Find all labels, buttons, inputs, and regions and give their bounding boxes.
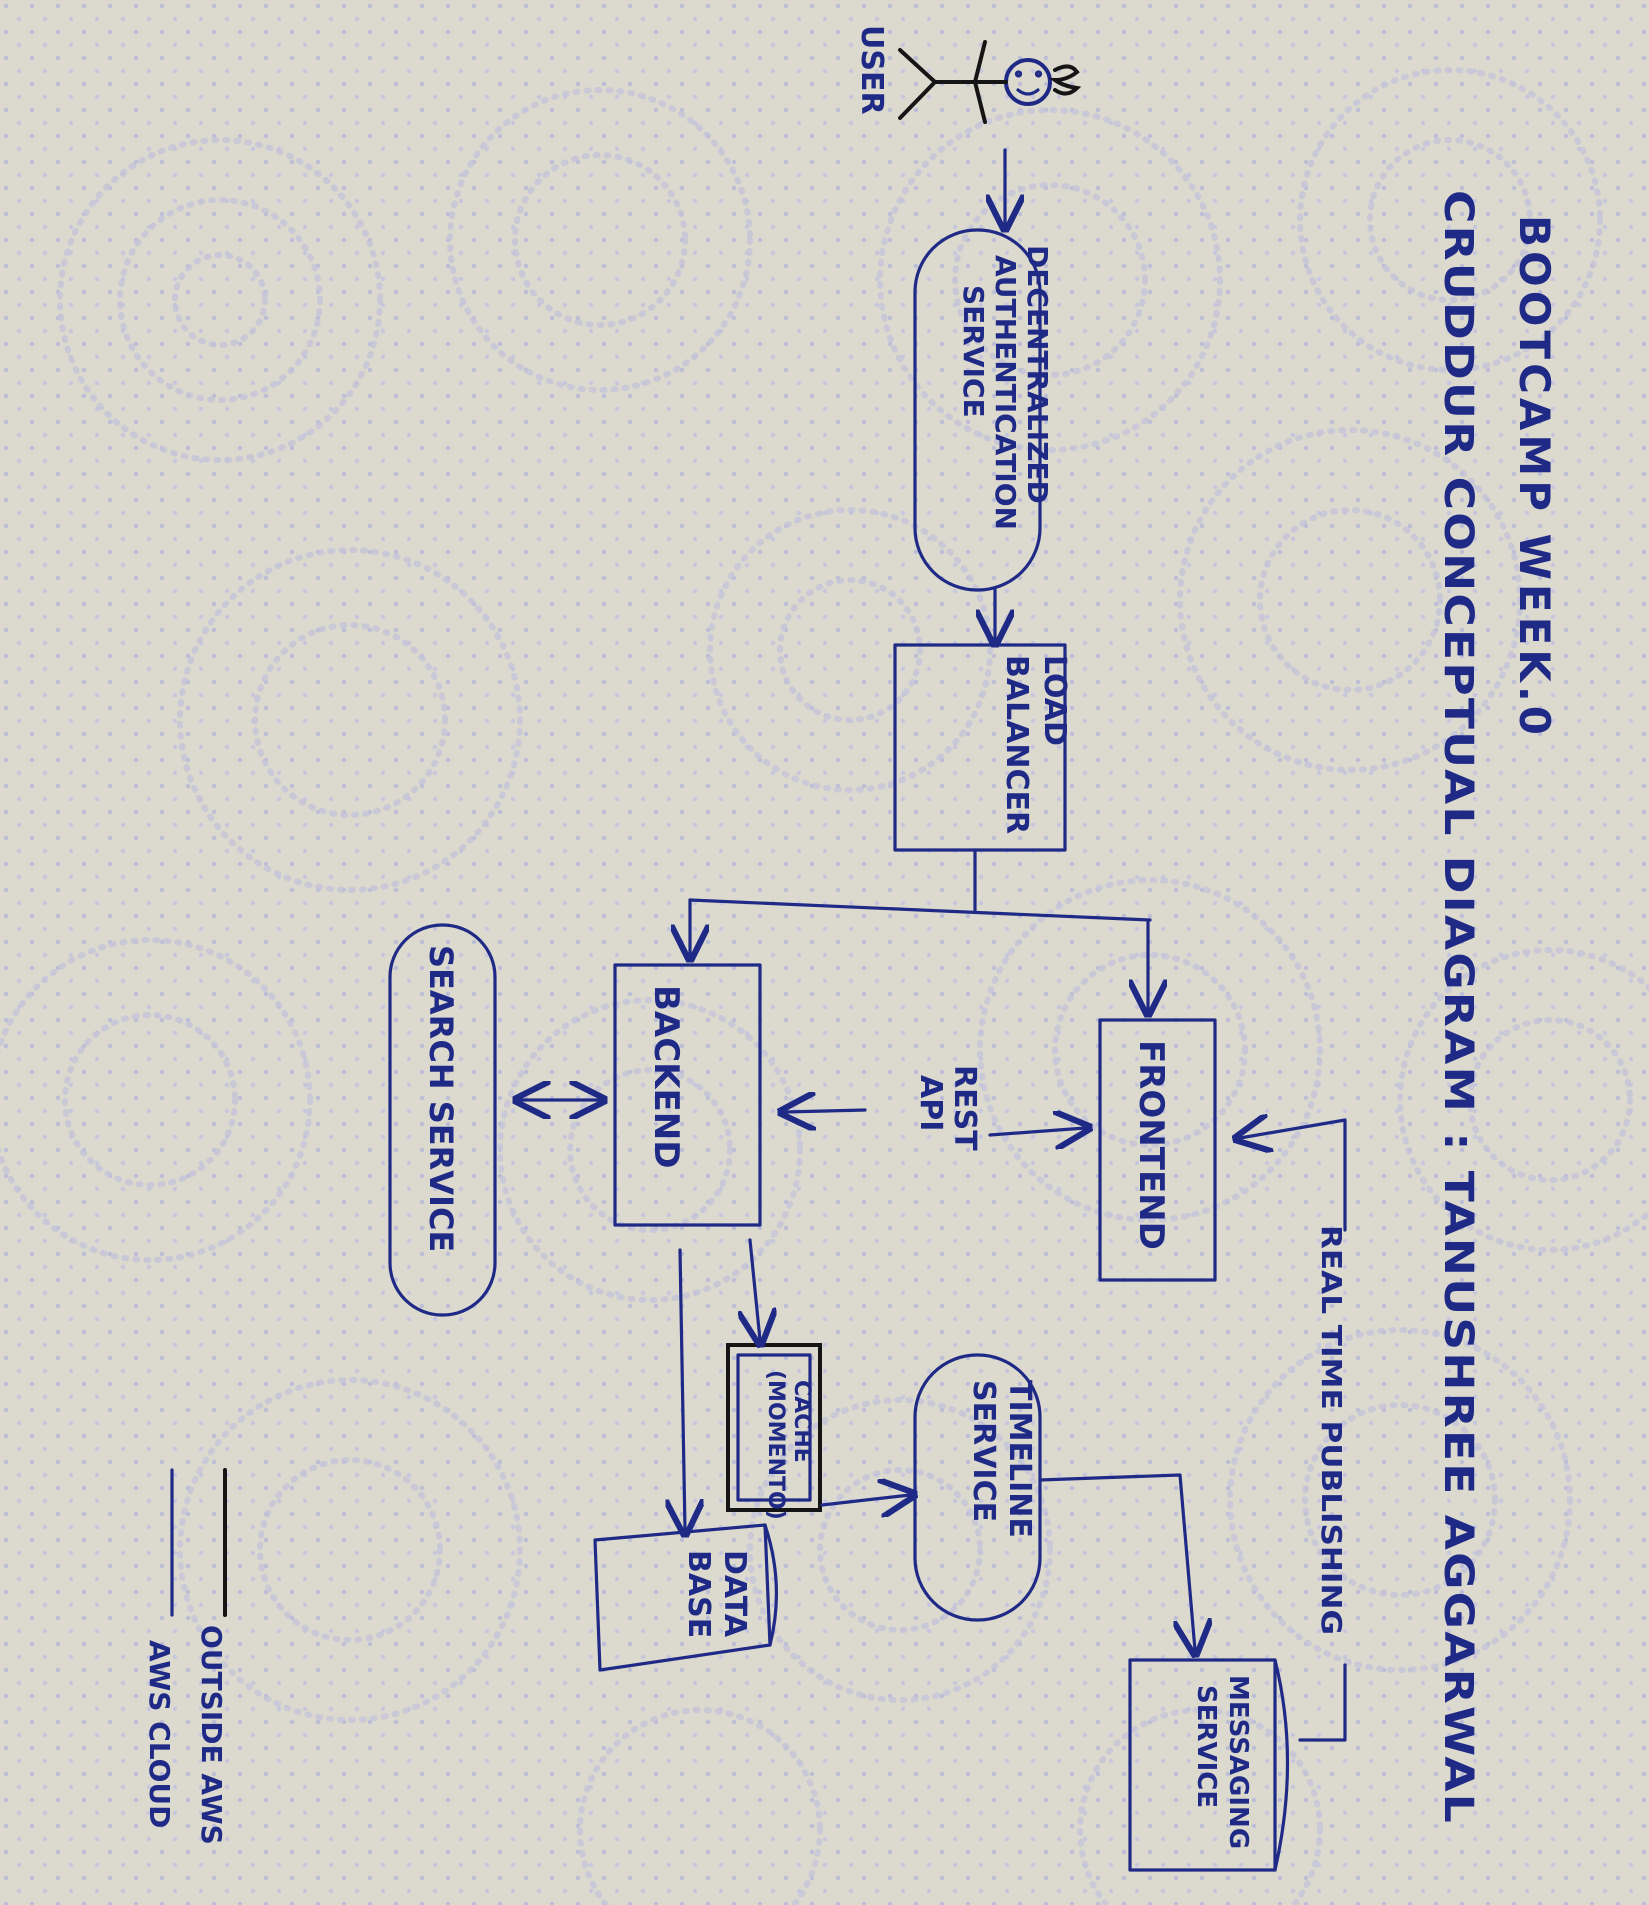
title-line-2: CRUDDUR CONCEPTUAL DIAGRAM : TANUSHREE A…	[1435, 190, 1481, 1825]
svg-text:MESSAGING SERVICE: MESSAGING SERVICE	[1191, 1675, 1253, 1858]
paper-swirls	[0, 67, 1649, 1905]
rest-api-label-line-1: REST	[947, 1065, 982, 1151]
auth-label-line-3: SERVICE	[957, 285, 990, 418]
svg-text:TIMELINE SERVICE: TIMELINE SERVICE	[966, 1380, 1037, 1548]
search-label: SEARCH SERVICE	[422, 945, 460, 1252]
rest-api-label-line-2: API	[913, 1075, 948, 1131]
backend-label: BACKEND	[646, 985, 686, 1168]
svg-text:DATA BASE: DATA BASE	[681, 1550, 752, 1648]
db-label-line-2: BASE	[681, 1550, 716, 1638]
svg-text:CACHE (MOMENTO): CACHE (MOMENTO)	[763, 1370, 814, 1520]
lb-label-line-2: BALANCER	[999, 655, 1034, 834]
cache-label-line-1: CACHE	[789, 1380, 814, 1463]
db-label-line-1: DATA	[717, 1550, 752, 1638]
auth-label-line-2: AUTHENTICATION	[989, 255, 1022, 530]
frontend-label: FRONTEND	[1131, 1040, 1171, 1250]
svg-text:LOAD BALANCER: LOAD BALANCER	[999, 655, 1072, 834]
user-stick-figure	[898, 40, 1082, 124]
frontend-node	[1098, 1018, 1217, 1282]
backend-node	[613, 963, 762, 1227]
svg-text:DECENTRALIZED AUTHENTICATI: DECENTRALIZED AUTHENTICATION SERVICE	[957, 245, 1054, 540]
user-label: USER	[854, 25, 889, 115]
svg-text:REST API: REST API	[913, 1065, 982, 1161]
auth-service-node	[913, 228, 1042, 592]
messaging-service-node	[1128, 1658, 1277, 1872]
legend-cloud-label: AWS CLOUD	[143, 1640, 176, 1828]
lb-label-line-1: LOAD	[1037, 655, 1072, 746]
auth-label-line-1: DECENTRALIZED	[1021, 245, 1054, 504]
cache-label-line-2: (MOMENTO)	[763, 1370, 788, 1520]
search-service-node	[388, 923, 497, 1317]
load-balancer-node	[893, 643, 1067, 852]
legend-outside-label: OUTSIDE AWS	[195, 1625, 228, 1845]
messaging-label-line-1: MESSAGING	[1223, 1675, 1253, 1849]
title-line-1: BOOTCAMP WEEK.0	[1510, 215, 1559, 739]
timeline-label-line-1: TIMELINE	[1002, 1380, 1037, 1538]
timeline-label-line-2: SERVICE	[966, 1380, 1001, 1522]
messaging-label-line-2: SERVICE	[1191, 1685, 1221, 1808]
realtime-label: REAL TIME PUBLISHING	[1315, 1225, 1348, 1635]
